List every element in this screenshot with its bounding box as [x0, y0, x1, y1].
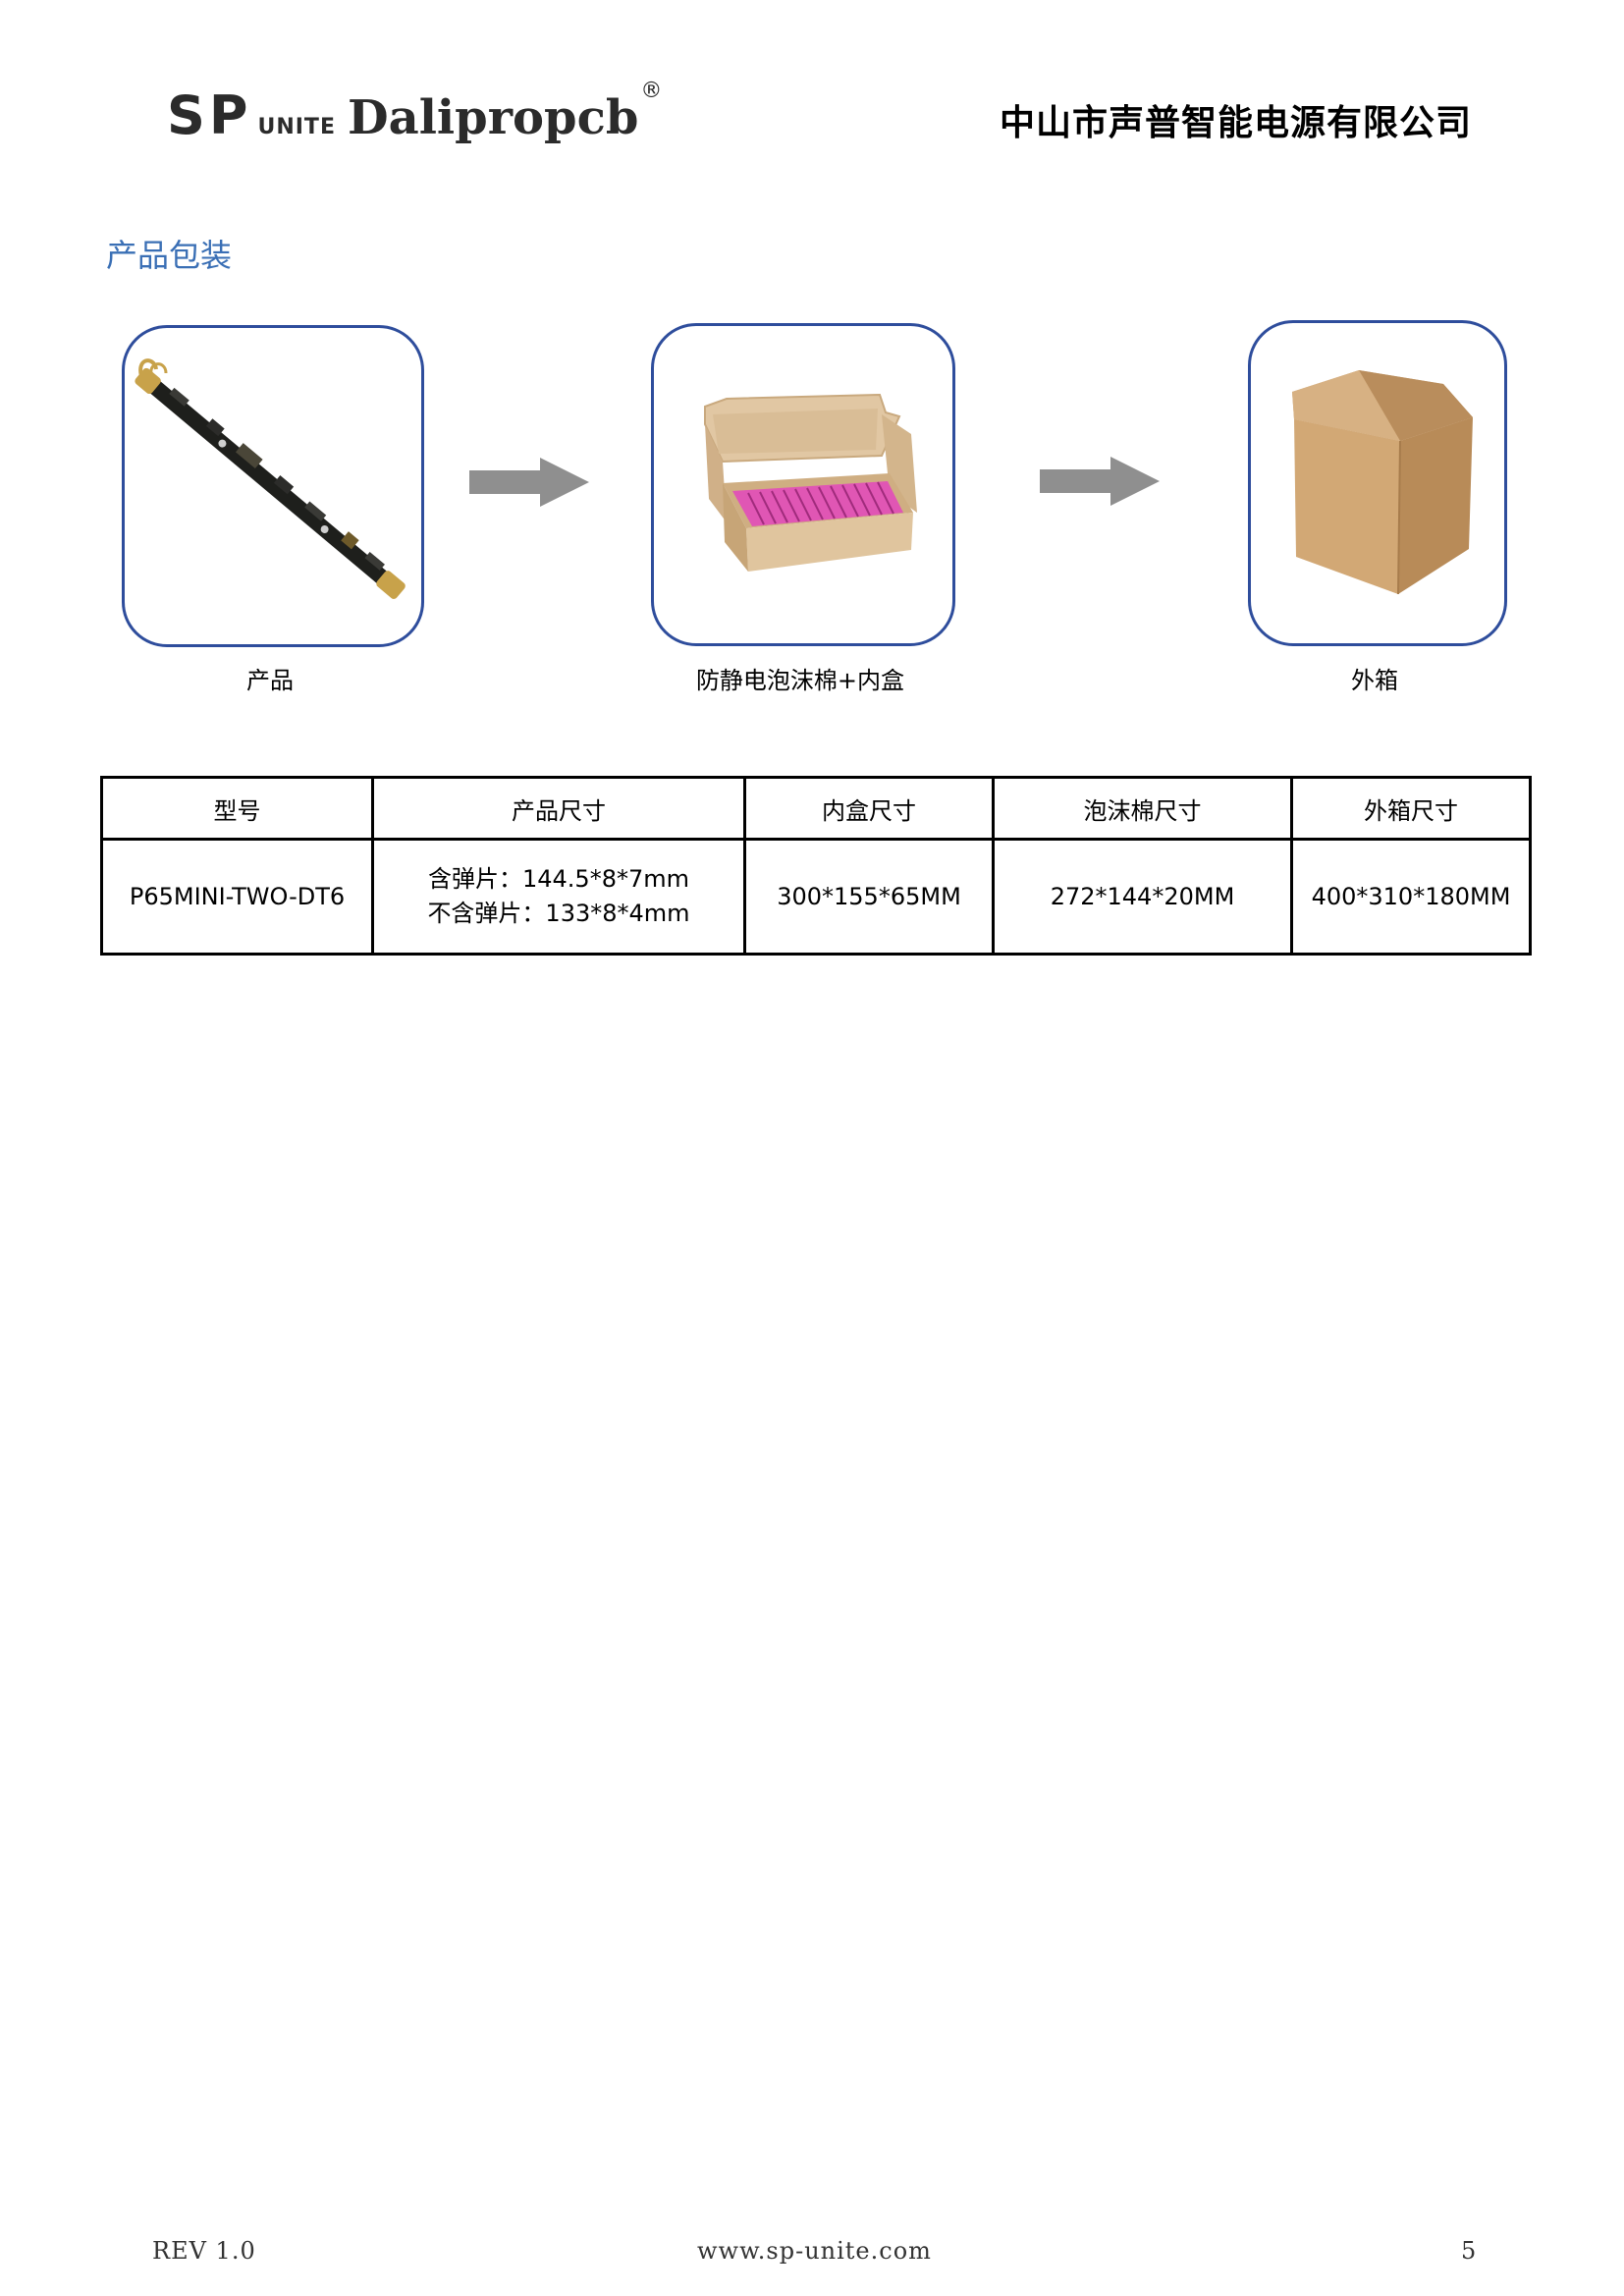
cell-foam-size: 272*144*20MM	[992, 838, 1293, 956]
logo-sp: SP	[167, 84, 252, 146]
table-header-row: 型号 产品尺寸 内盒尺寸 泡沫棉尺寸 外箱尺寸	[100, 776, 1532, 841]
header-foam-size: 泡沫棉尺寸	[992, 776, 1293, 841]
header-product-size: 产品尺寸	[371, 776, 746, 841]
inner-box-image-frame	[651, 323, 955, 646]
step-caption-inner-box: 防静电泡沫棉+内盒	[695, 667, 905, 694]
outer-box-image-frame	[1248, 320, 1507, 646]
footer-website[interactable]: www.sp-unite.com	[697, 2237, 932, 2265]
foam-inner-box-image	[704, 393, 917, 572]
carton-box-image	[1292, 370, 1473, 595]
product-size-without-spring: 不含弹片：133*8*4mm	[427, 900, 690, 927]
cell-outer-box-size: 400*310*180MM	[1290, 838, 1532, 956]
cell-product-size: 含弹片：144.5*8*7mm 不含弹片：133*8*4mm	[371, 838, 746, 956]
product-image-frame	[122, 325, 424, 647]
header-inner-box-size: 内盒尺寸	[743, 776, 995, 841]
footer-page-number: 5	[1461, 2237, 1478, 2265]
registered-mark: ®	[640, 79, 663, 103]
step-caption-product: 产品	[246, 667, 294, 694]
section-title: 产品包装	[106, 237, 233, 274]
cell-inner-box-size: 300*155*65MM	[743, 838, 995, 956]
logo-brand: Dalipropcb	[347, 90, 639, 145]
arrow-right-icon	[1040, 457, 1160, 506]
header-outer-box-size: 外箱尺寸	[1290, 776, 1532, 841]
header-model: 型号	[100, 776, 374, 841]
footer-revision: REV 1.0	[152, 2237, 256, 2265]
step-caption-outer-box: 外箱	[1351, 667, 1398, 694]
logo-unite: UNITE	[257, 115, 336, 139]
packaging-spec-table: 型号 产品尺寸 内盒尺寸 泡沫棉尺寸 外箱尺寸 P65MINI-TWO-DT6 …	[100, 776, 1532, 956]
led-driver-board-image	[135, 358, 406, 599]
table-row: P65MINI-TWO-DT6 含弹片：144.5*8*7mm 不含弹片：133…	[100, 838, 1532, 956]
arrow-right-icon	[469, 458, 589, 507]
company-name: 中山市声普智能电源有限公司	[999, 103, 1472, 143]
brand-logo: SP UNITE Dalipropcb ®	[167, 79, 662, 153]
product-size-with-spring: 含弹片：144.5*8*7mm	[427, 865, 689, 893]
cell-model: P65MINI-TWO-DT6	[100, 838, 374, 956]
